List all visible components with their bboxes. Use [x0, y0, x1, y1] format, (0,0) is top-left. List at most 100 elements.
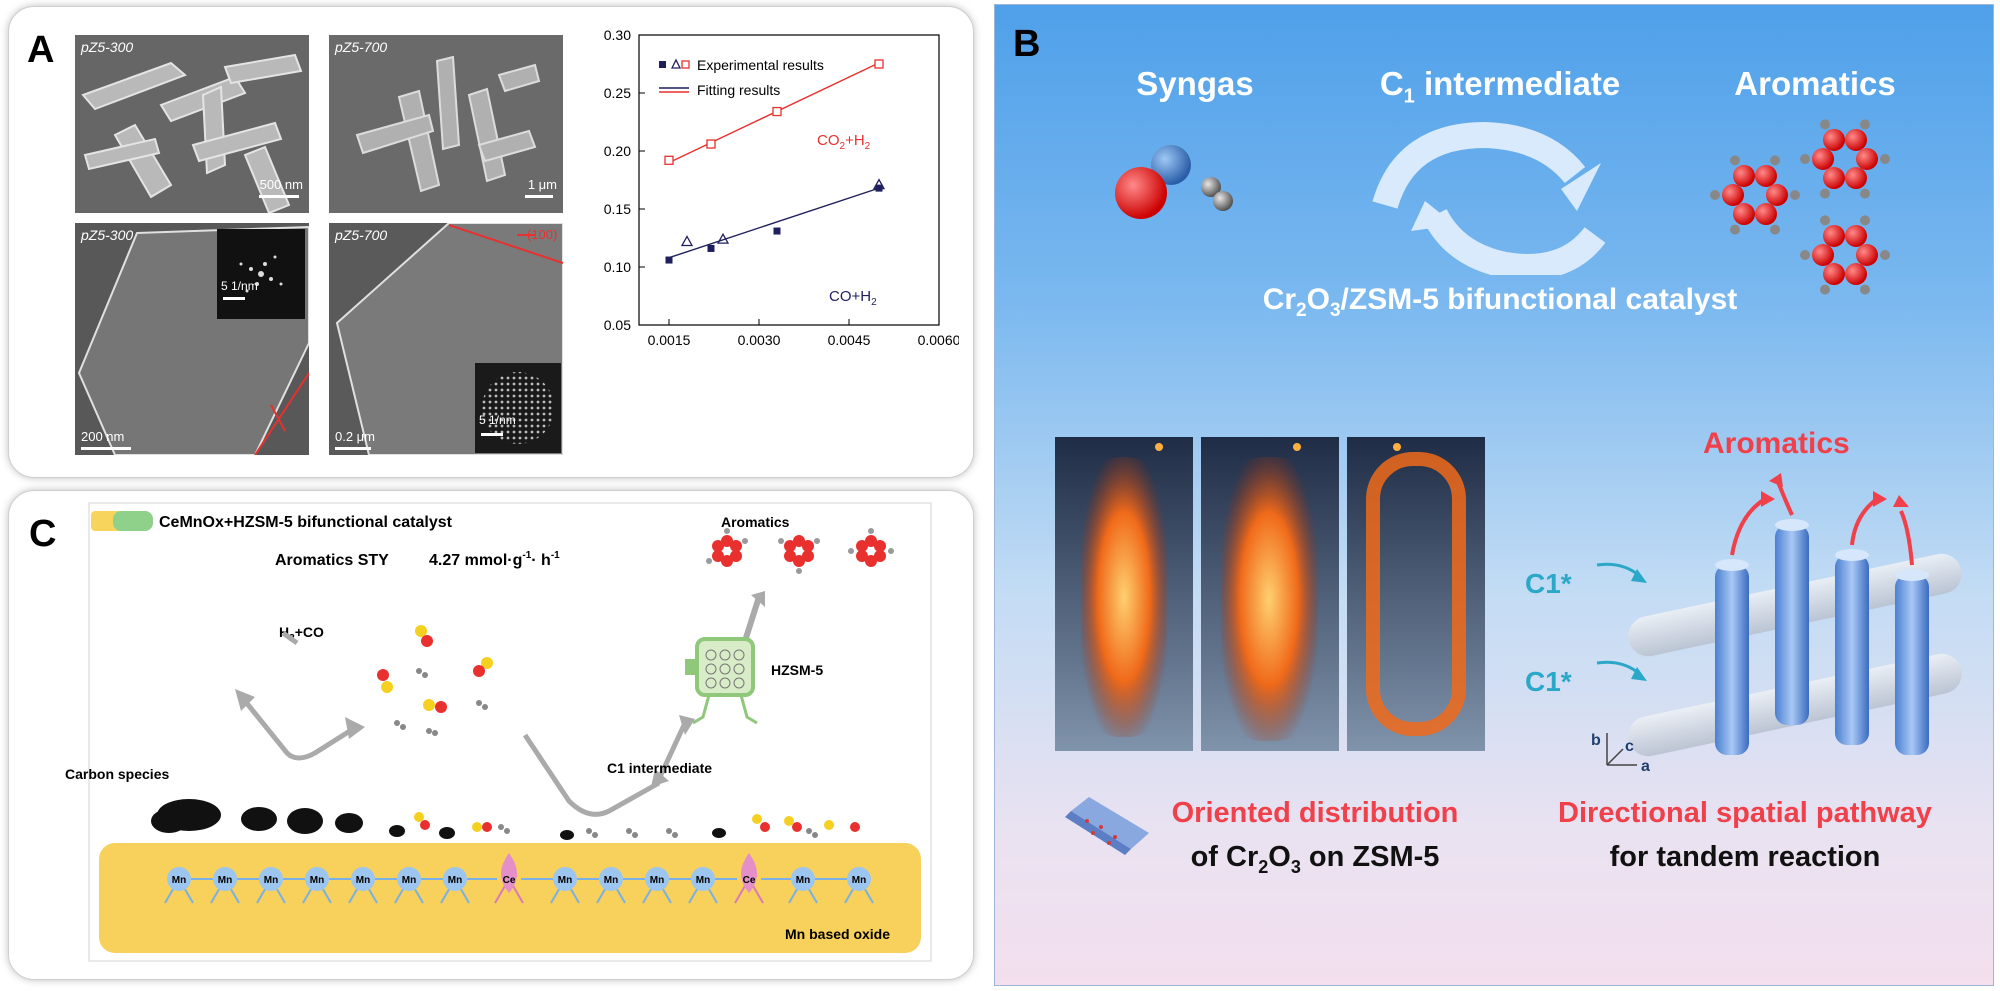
tem-image-pz5-700: (100) 5 1/nm pZ5-700 0.2 μm: [329, 223, 563, 455]
ce-label: Ce: [503, 875, 516, 886]
x-tick-label: 0.0015: [648, 332, 691, 348]
x-tick-label: 0.0060: [918, 332, 959, 348]
panel-c-scheme: CeMnOx+HZSM-5 bifunctional catalyst Arom…: [65, 502, 932, 962]
carbon-atom: [1733, 203, 1755, 226]
carbon-atom: [1812, 148, 1834, 170]
legend-open-triangle: [670, 58, 682, 69]
sem-right-label: pZ5-700: [335, 39, 388, 55]
mn-oxide-support: [99, 843, 921, 953]
hzsm5-label: HZSM-5: [771, 662, 823, 678]
hzsm5-icon: [685, 637, 758, 725]
crystal-axes-icon: [1606, 733, 1637, 766]
vertical-channels: [1715, 519, 1929, 755]
carbon-atom: [1812, 244, 1834, 266]
mn-label: Mn: [172, 875, 186, 886]
mn-atom: [599, 867, 623, 891]
mn-label: Mn: [852, 875, 866, 886]
catalyst-legend-icon: [91, 511, 153, 531]
tomography-image-1: [1055, 437, 1193, 751]
carbon-atom: [1823, 128, 1845, 151]
mn-label: Mn: [558, 875, 572, 886]
ce-atom: [501, 853, 517, 893]
mn-label: Mn: [448, 875, 462, 886]
carbon-atom: [1845, 128, 1867, 151]
y-tick-label: 0.30: [604, 27, 631, 43]
mn-atom: [553, 867, 577, 891]
carbon-atom: [1823, 263, 1845, 286]
oriented-line2: of Cr2O3 on ZSM-5: [1190, 841, 1440, 877]
hydrogen-atom: [1820, 215, 1830, 226]
hydrogen-atom: [1730, 155, 1740, 166]
zsm5-crystal-icon: [1065, 797, 1149, 855]
panel-c: C CeMnOx+HZSM-5 bifunctional catalyst Ar…: [8, 490, 974, 980]
legend-filled-square: [659, 61, 666, 68]
data-point: [707, 244, 715, 252]
data-point: [872, 178, 886, 190]
tem-left-inset: 5 1/nm: [217, 229, 305, 319]
tem-right-label: pZ5-700: [335, 227, 388, 243]
legend-fitting: Fitting results: [697, 82, 780, 98]
carbon-atom: [1755, 203, 1777, 226]
sty-value: 4.27 mmol·g-1· h-1: [429, 550, 560, 569]
mn-atom: [645, 867, 669, 891]
syngas-molecule-icon: [1115, 145, 1233, 219]
legend-open-square: [681, 60, 690, 69]
mn-oxide-label: Mn based oxide: [785, 926, 890, 942]
tem-left-label: pZ5-300: [81, 227, 134, 243]
data-point: [716, 232, 730, 244]
hydrogen-atom: [1770, 224, 1780, 235]
fit-line: [668, 187, 880, 259]
sem-right-scale: 1 μm: [527, 177, 557, 192]
mn-atom: [847, 867, 871, 891]
carbon-species-label: Carbon species: [65, 766, 169, 782]
data-point: [706, 139, 716, 149]
tomography-image-3: [1347, 437, 1485, 751]
ce-atom: [741, 853, 757, 893]
tem-right-inset-scale: 5 1/nm: [479, 413, 516, 427]
panel-a: A pZ5-300 500 nm: [8, 6, 974, 478]
mn-label: Mn: [218, 875, 232, 886]
tem-hexagon-right: [329, 223, 563, 455]
panel-a-letter: A: [27, 29, 55, 71]
carbon-atom: [1823, 224, 1845, 247]
mn-atom: [305, 867, 329, 891]
aromatic-cluster-icon: [1710, 119, 1890, 295]
c1-intermediate-heading: C1 intermediate: [1379, 65, 1621, 108]
y-tick-label: 0.05: [604, 317, 631, 333]
zeolite-pore-diagram: b c a C1* C1* Aromatics: [1525, 427, 1962, 775]
hydrogen-atom: [1730, 224, 1740, 235]
data-point: [665, 256, 673, 264]
data-point: [664, 155, 674, 165]
carbon-atom: [1823, 167, 1845, 190]
adsorbed-molecule-icons: [414, 812, 860, 838]
data-point: [772, 106, 782, 117]
carbon-atom: [1722, 184, 1744, 206]
mn-label: Mn: [310, 875, 324, 886]
gas-molecule-icons: [377, 625, 493, 736]
chart-points: [664, 59, 886, 264]
carbon-atom: [1856, 148, 1878, 170]
sem-image-pz5-300: pZ5-300 500 nm: [75, 35, 309, 213]
c1-star-top: C1*: [1525, 568, 1572, 599]
axis-b-label: b: [1591, 732, 1601, 749]
mn-label: Mn: [264, 875, 278, 886]
x-tick-label: 0.0045: [828, 332, 871, 348]
aromatics-red-label: Aromatics: [1703, 427, 1850, 460]
series-label-co2-h2: CO2+H2: [817, 132, 871, 152]
hydrogen-atom: [1860, 119, 1870, 130]
sem-right-scale-bar: [525, 195, 553, 198]
mn-label: Mn: [796, 875, 810, 886]
sty-label: Aromatics STY: [275, 552, 389, 569]
hydrogen-atom: [1770, 155, 1780, 166]
sem-crystals-right: [329, 35, 563, 213]
carbon-atom: [1845, 224, 1867, 247]
mn-atom: [691, 867, 715, 891]
data-point: [773, 227, 781, 235]
hydrogen-atom: [1710, 190, 1720, 200]
hydrogen-atom: [1880, 250, 1890, 260]
series-label-co-h2: CO+H2: [829, 288, 877, 308]
c1-star-bottom: C1*: [1525, 666, 1572, 697]
x-tick-label: 0.0030: [738, 332, 781, 348]
carbon-atom: [1856, 244, 1878, 266]
